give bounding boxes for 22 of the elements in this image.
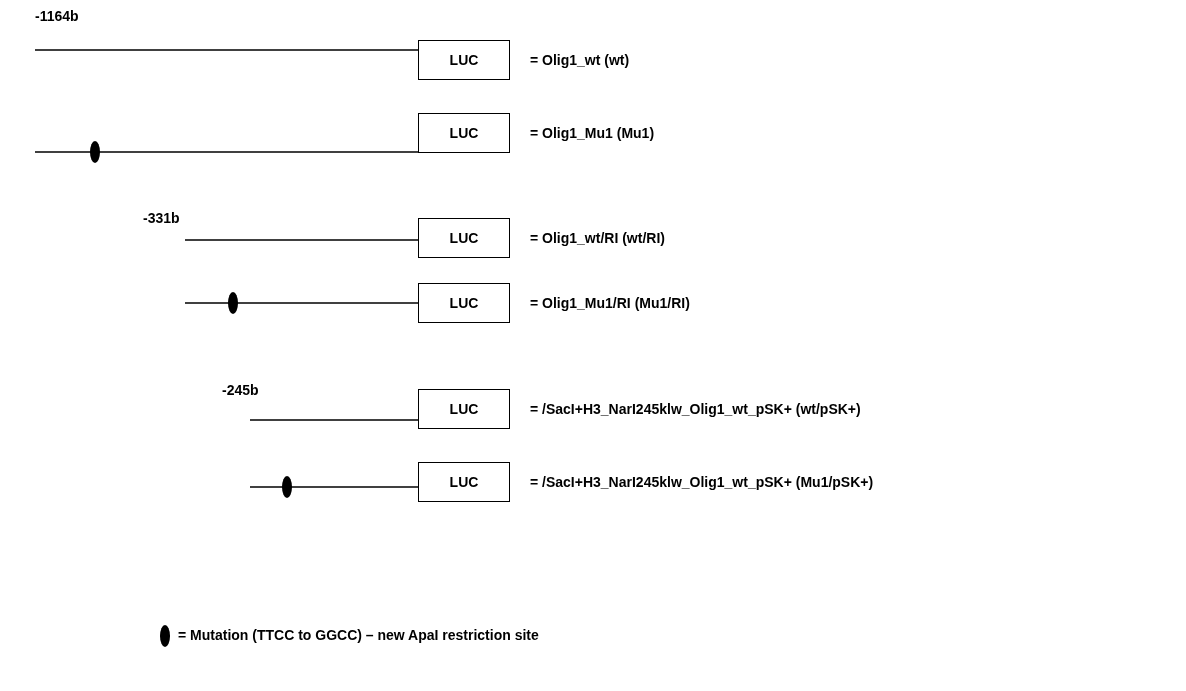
reporter-gene-box xyxy=(418,389,510,429)
reporter-gene-box xyxy=(418,113,510,153)
gene-label: LUC xyxy=(449,474,479,490)
legend-text: = Mutation (TTCC to GGCC) – new ApaI restriction site xyxy=(178,627,539,643)
reporter-gene-box xyxy=(418,218,510,258)
position-label: -245b xyxy=(222,382,259,398)
reporter-gene-box xyxy=(418,40,510,80)
gene-label: LUC xyxy=(449,52,479,68)
position-label: -331b xyxy=(143,210,180,226)
gene-label: LUC xyxy=(449,125,479,141)
gene-label: LUC xyxy=(449,230,479,246)
construct-name: = Olig1_Mu1 (Mu1) xyxy=(530,125,655,141)
construct-name: = Olig1_Mu1/RI (Mu1/RI) xyxy=(530,295,690,311)
gene-label: LUC xyxy=(449,401,479,417)
construct-name: = /SacI+H3_NarI245klw_Olig1_wt_pSK+ (Mu1/pSK+) xyxy=(530,474,874,490)
construct-name: = Olig1_wt (wt) xyxy=(530,52,630,68)
construct-name: = /SacI+H3_NarI245klw_Olig1_wt_pSK+ (wt/pSK+) xyxy=(530,401,861,417)
reporter-gene-box xyxy=(418,462,510,502)
reporter-gene-box xyxy=(418,283,510,323)
position-label: -1164b xyxy=(35,8,79,24)
gene-label: LUC xyxy=(449,295,479,311)
construct-name: = Olig1_wt/RI (wt/RI) xyxy=(530,230,665,246)
